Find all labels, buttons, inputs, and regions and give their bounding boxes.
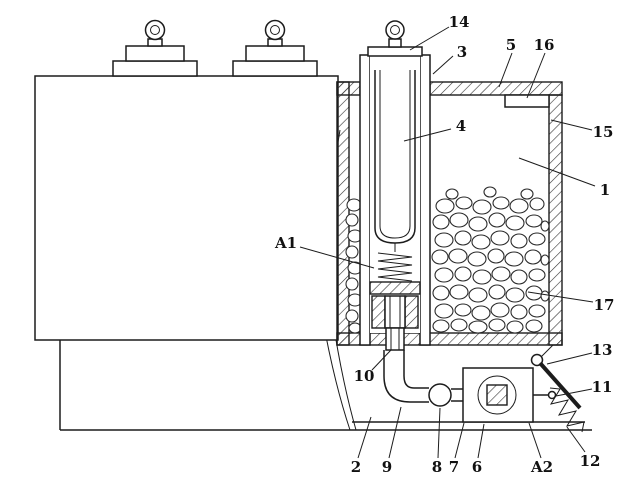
filler-cap-right xyxy=(232,19,318,77)
gravel-stones xyxy=(345,186,550,334)
ref-label-12: 12 xyxy=(580,452,601,470)
ref-label-16: 16 xyxy=(534,36,555,54)
lifting-ring-icon xyxy=(144,19,166,41)
ref-label-3: 3 xyxy=(457,43,467,61)
filler-cap-left xyxy=(112,19,198,77)
tube-lifting-ring-icon xyxy=(385,20,405,40)
reference-labels: 14 3 5 16 15 1 17 A1 10 13 11 12 2 9 8 7… xyxy=(274,13,614,476)
drain-pipe xyxy=(383,350,463,407)
right-container xyxy=(336,81,563,346)
ref-label-1: 1 xyxy=(600,181,610,199)
right-wall xyxy=(548,94,563,346)
shaft-bolt xyxy=(547,390,557,400)
tension-spring xyxy=(549,387,585,433)
inner-cartridge xyxy=(374,70,416,244)
lever-pivot xyxy=(530,353,544,367)
ref-label-7: 7 xyxy=(449,458,459,476)
lever-and-spring xyxy=(530,344,585,433)
lever-arm xyxy=(538,361,582,410)
ref-label-A1: A1 xyxy=(274,234,297,252)
ref-label-5: 5 xyxy=(506,36,516,54)
ref-label-10: 10 xyxy=(354,367,375,385)
ref-label-11: 11 xyxy=(592,378,613,396)
ref-label-2: 2 xyxy=(351,458,361,476)
left-tank xyxy=(34,19,339,341)
left-wall xyxy=(336,81,350,346)
ref-label-15: 15 xyxy=(593,123,614,141)
coil-spring xyxy=(377,252,413,282)
ref-label-13: 13 xyxy=(592,341,613,359)
filter-tube xyxy=(359,20,431,351)
tube-outlet xyxy=(385,327,405,351)
ref-label-6: 6 xyxy=(472,458,482,476)
tube-cap xyxy=(367,46,423,57)
lifting-ring-icon xyxy=(264,19,286,41)
tube-right-wall xyxy=(419,54,431,346)
ref-label-8: 8 xyxy=(432,458,442,476)
spring-assembly xyxy=(369,243,421,351)
inner-lip xyxy=(504,94,550,108)
pump-unit xyxy=(462,367,557,423)
leader-lines xyxy=(299,26,596,459)
ref-label-14: 14 xyxy=(449,13,470,31)
pump-rotor xyxy=(477,375,517,415)
tube-left-wall xyxy=(359,54,371,346)
ball-valve xyxy=(428,383,452,407)
top-wall xyxy=(429,81,563,96)
ref-label-17: 17 xyxy=(594,296,615,314)
ref-label-A2: A2 xyxy=(530,458,553,476)
ref-label-9: 9 xyxy=(382,458,392,476)
ref-label-4: 4 xyxy=(456,117,466,135)
